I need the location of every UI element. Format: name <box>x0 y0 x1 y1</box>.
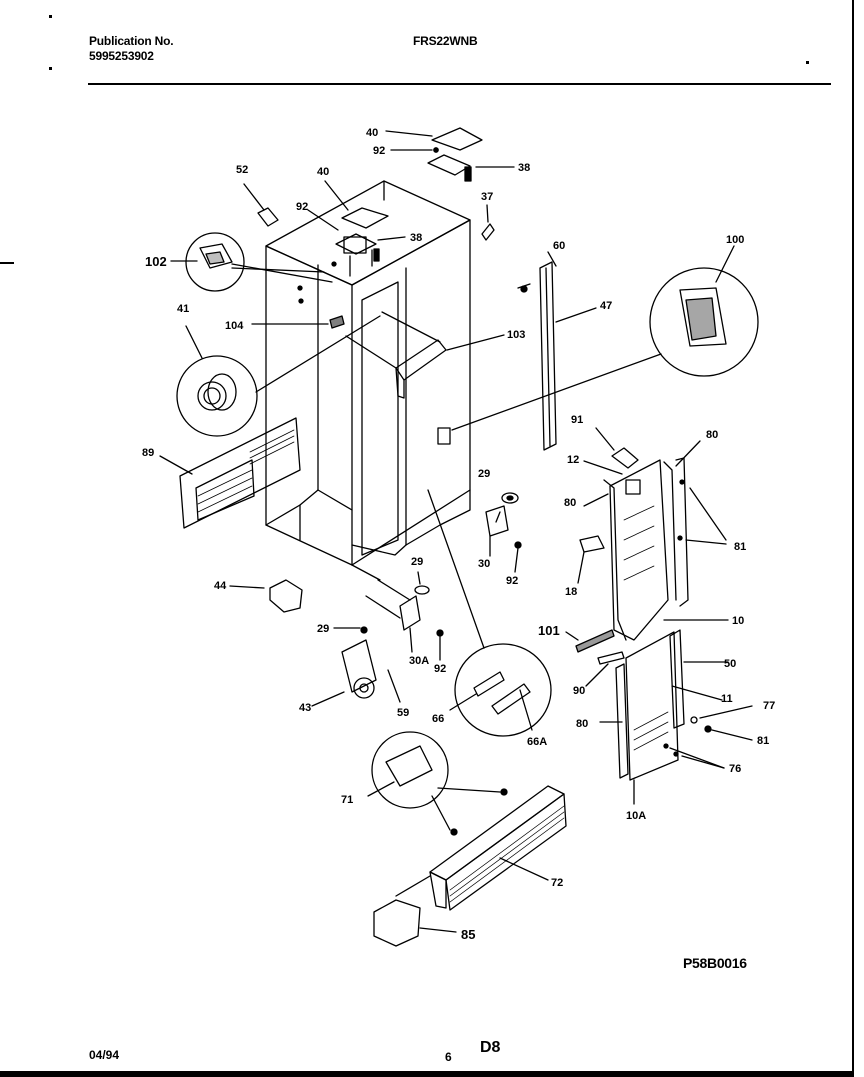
part-label: 92 <box>373 145 385 157</box>
part-label: 72 <box>551 877 563 889</box>
callout-102 <box>185 232 245 292</box>
part-label: 52 <box>236 164 248 176</box>
part-label: 101 <box>538 623 560 638</box>
page-number: 6 <box>445 1050 452 1064</box>
part-label: 104 <box>225 320 244 332</box>
part-label: 38 <box>518 162 530 174</box>
part-label: 90 <box>573 685 585 697</box>
roller-43 <box>341 639 377 693</box>
rail-47 <box>539 261 557 451</box>
part-label: 60 <box>553 240 565 252</box>
part-label: 37 <box>481 191 493 203</box>
header-rule <box>88 83 831 85</box>
hinge-cover-top <box>431 127 483 151</box>
part-label: 76 <box>729 763 741 775</box>
door-panel-10 <box>609 459 669 641</box>
door-panel-10A <box>625 631 679 781</box>
part-label: 11 <box>721 693 733 705</box>
scan-dot <box>49 15 52 18</box>
part-label: 12 <box>567 454 579 466</box>
callout-66 <box>454 643 552 737</box>
part-label: 102 <box>145 254 167 269</box>
part-label: 41 <box>177 303 189 315</box>
callout-41 <box>176 355 258 437</box>
part-label: 91 <box>571 414 583 426</box>
part-label: 66A <box>527 736 547 748</box>
section-code: D8 <box>480 1039 501 1056</box>
part-label: 47 <box>600 300 612 312</box>
part-label: 80 <box>564 497 576 509</box>
scan-dot <box>49 67 52 70</box>
part-label: 40 <box>366 127 378 139</box>
part-label: 80 <box>576 718 588 730</box>
part-label: 85 <box>461 927 475 942</box>
part-label: 43 <box>299 702 311 714</box>
part-label: 10 <box>732 615 744 627</box>
model-number: FRS22WNB <box>413 34 478 48</box>
part-label: 30A <box>409 655 429 667</box>
bottom-edge <box>0 1071 864 1077</box>
part-label: 92 <box>434 663 446 675</box>
part-label: 80 <box>706 429 718 441</box>
publication-number: 5995253902 <box>89 49 154 63</box>
part-label: 18 <box>565 586 577 598</box>
part-label: 50 <box>724 658 736 670</box>
part-label: 38 <box>410 232 422 244</box>
bracket-85 <box>373 899 421 947</box>
scan-dot <box>806 61 809 64</box>
part-label: 44 <box>214 580 227 592</box>
callout-71 <box>371 731 449 809</box>
cabinet-shell <box>265 180 471 581</box>
part-label: 30 <box>478 558 490 570</box>
part-label: 100 <box>726 234 744 246</box>
part-label: 29 <box>317 623 329 635</box>
callout-100 <box>649 267 759 377</box>
part-label: 40 <box>317 166 329 178</box>
part-label: 92 <box>296 201 308 213</box>
panel-89 <box>179 417 301 529</box>
publication-label: Publication No. <box>89 34 174 48</box>
part-label: 89 <box>142 447 154 459</box>
part-label: 29 <box>411 556 423 568</box>
footer-date: 04/94 <box>89 1048 120 1062</box>
part-label: 77 <box>763 700 775 712</box>
part-label: 81 <box>757 735 769 747</box>
scan-mark <box>0 262 14 264</box>
part-labels: 40 92 38 52 40 37 92 38 60 100 102 41 10… <box>142 127 775 942</box>
part-label: 29 <box>478 468 490 480</box>
part-label: 66 <box>432 713 444 725</box>
right-edge <box>852 0 864 1077</box>
part-label: 10A <box>626 810 646 822</box>
part-label: 81 <box>734 541 746 553</box>
part-label: 103 <box>507 329 525 341</box>
part-label: 59 <box>397 707 409 719</box>
part-label: 71 <box>341 794 353 806</box>
part-label: 92 <box>506 575 518 587</box>
diagram-code: P58B0016 <box>683 955 747 971</box>
bracket-44 <box>269 579 303 613</box>
